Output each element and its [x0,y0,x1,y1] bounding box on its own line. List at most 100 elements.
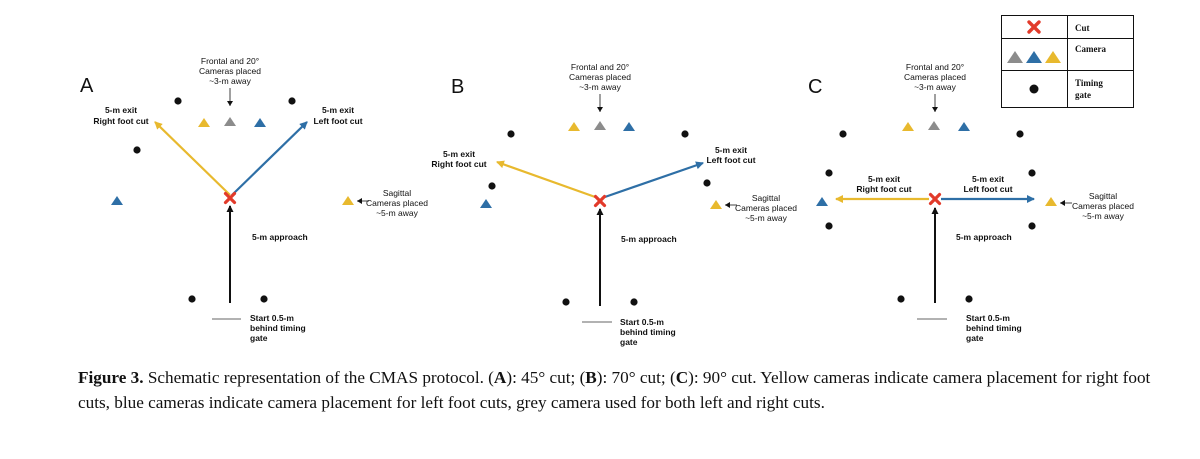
timing-gate-icon [965,295,973,303]
cmas-protocol-diagram: A Frontal and 20° Cameras placed ~3-m aw… [80,15,1134,347]
timing-gate-icon [260,295,268,303]
legend: Cut Camera Timing gate [1001,15,1134,108]
yellow-camera-icon [902,122,914,131]
blue-camera-icon [111,196,123,205]
sagittal-label-line3: ~5-m away [376,208,419,218]
grey-camera-icon [224,117,236,126]
frontal-label-line2: Cameras placed [569,72,631,82]
sagittal-label-line2: Cameras placed [735,203,797,213]
exit-left-label-line2: Left foot cut [706,155,755,165]
right-foot-cut-arrow [154,121,231,196]
frontal-label-line3: ~3-m away [579,82,622,92]
approach-label: 5-m approach [621,234,677,244]
timing-gate-icon [562,298,570,306]
yellow-camera-icon [342,196,354,205]
grey-camera-icon [928,121,940,130]
frontal-label-line1: Frontal and 20° [571,62,629,72]
cut-icon [1027,20,1041,34]
caption-panel-ref: C [675,368,689,387]
timing-gate-icon [897,295,905,303]
legend-timing-label-line2: gate [1075,90,1091,100]
legend-camera-label: Camera [1075,44,1106,54]
blue-camera-icon [1026,51,1042,63]
start-label-line3: gate [966,333,984,343]
caption-panel-ref: A [493,368,507,387]
caption-text: ): 90° cut. Yellow cameras indicate came… [78,368,1151,412]
cut-icon [223,191,237,205]
frontal-label-line2: Cameras placed [199,66,261,76]
start-label-line2: behind timing [620,327,676,337]
legend-timing-label-line1: Timing [1075,78,1103,88]
timing-gate-icon [1029,84,1039,94]
start-label-line2: behind timing [966,323,1022,333]
blue-camera-icon [623,122,635,131]
yellow-camera-icon [1045,51,1061,63]
panel-c: C Frontal and 20° Cameras placed ~3-m aw… [808,62,1134,343]
panel-letter: C [808,76,822,98]
exit-right-label-line2: Right foot cut [856,184,911,194]
frontal-label-line3: ~3-m away [209,76,252,86]
timing-gate-icon [825,169,833,177]
frontal-label-line1: Frontal and 20° [906,62,964,72]
exit-right-label-line2: Right foot cut [431,159,486,169]
yellow-camera-icon [1045,197,1057,206]
exit-right-label-line2: Right foot cut [93,116,148,126]
sagittal-label-line2: Cameras placed [366,198,428,208]
start-label-line1: Start 0.5-m [966,313,1010,323]
grey-camera-icon [594,121,606,130]
grey-camera-icon [1007,51,1023,63]
caption-text: ): 70° cut; ( [596,368,676,387]
timing-gate-icon [703,179,711,187]
start-label-line2: behind timing [250,323,306,333]
frontal-label-line1: Frontal and 20° [201,56,259,66]
exit-left-label-line1: 5-m exit [972,174,1004,184]
sagittal-label-line1: Sagittal [1089,191,1117,201]
timing-gate-icon [288,97,296,105]
timing-gate-icon [188,295,196,303]
exit-right-label-line1: 5-m exit [105,105,137,115]
caption-panel-ref: B [585,368,597,387]
blue-camera-icon [480,199,492,208]
timing-gate-icon [174,97,182,105]
caption-text: ): 45° cut; ( [506,368,586,387]
figure-label: Figure 3. [78,368,144,387]
exit-left-label-line1: 5-m exit [715,145,747,155]
timing-gate-icon [839,130,847,138]
start-label-line3: gate [620,337,638,347]
sagittal-label-line1: Sagittal [752,193,780,203]
left-foot-cut-arrow [601,161,704,200]
yellow-camera-icon [198,118,210,127]
blue-camera-icon [254,118,266,127]
right-foot-cut-arrow [496,160,599,200]
timing-gate-icon [681,130,689,138]
exit-right-label-line1: 5-m exit [868,174,900,184]
exit-left-label-line1: 5-m exit [322,105,354,115]
timing-gate-icon [1016,130,1024,138]
start-label-line1: Start 0.5-m [250,313,294,323]
timing-gate-icon [133,146,141,154]
approach-label: 5-m approach [956,232,1012,242]
timing-gate-icon [825,222,833,230]
figure-caption: Figure 3. Schematic representation of th… [78,366,1158,415]
start-label-line3: gate [250,333,268,343]
frontal-label-line3: ~3-m away [914,82,957,92]
cut-icon [928,192,942,206]
exit-right-label-line1: 5-m exit [443,149,475,159]
legend-cut-label: Cut [1075,23,1090,33]
timing-gate-icon [1028,222,1036,230]
blue-camera-icon [816,197,828,206]
timing-gate-icon [488,182,496,190]
timing-gate-icon [630,298,638,306]
frontal-label-line2: Cameras placed [904,72,966,82]
exit-left-label-line2: Left foot cut [963,184,1012,194]
timing-gate-icon [507,130,515,138]
panel-b: B Frontal and 20° Cameras placed ~3-m aw… [431,62,797,347]
panel-letter: A [80,75,94,97]
cut-icon [593,194,607,208]
start-label-line1: Start 0.5-m [620,317,664,327]
yellow-camera-icon [568,122,580,131]
panel-letter: B [451,76,464,98]
sagittal-label-line1: Sagittal [383,188,411,198]
yellow-camera-icon [710,200,722,209]
left-foot-cut-arrow [231,121,308,196]
